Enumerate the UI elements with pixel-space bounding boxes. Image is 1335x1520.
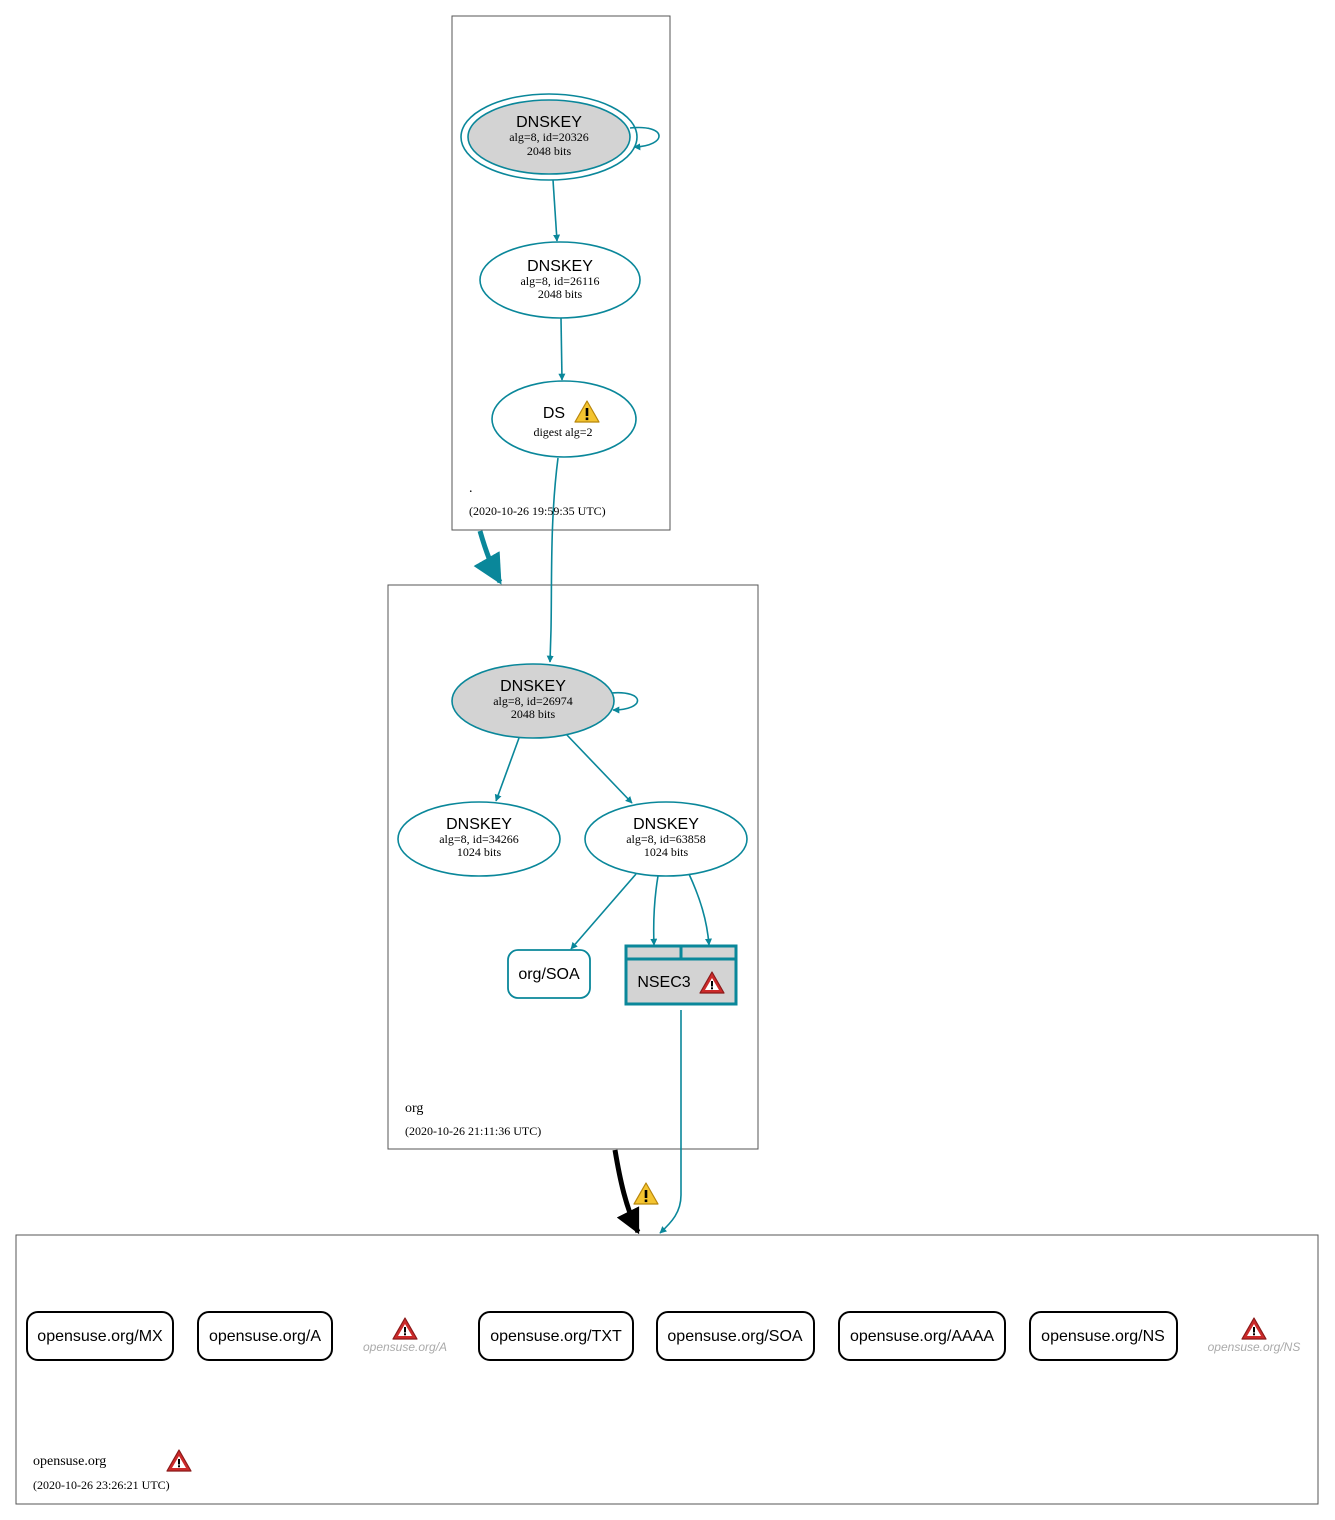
node-root-ds[interactable]: DS digest alg=2 bbox=[491, 380, 637, 458]
zone-root-timestamp: (2020-10-26 19:59:35 UTC) bbox=[469, 504, 606, 518]
node-root-zsk[interactable]: DNSKEY alg=8, id=26116 2048 bits bbox=[479, 241, 641, 319]
node-org-zsk1-bits: 1024 bits bbox=[457, 845, 502, 859]
edge-org-ksk-zsk1 bbox=[494, 737, 520, 802]
ghost-ns-error-icon bbox=[1241, 1317, 1267, 1340]
node-opensuse-soa[interactable]: opensuse.org/SOA bbox=[656, 1311, 815, 1361]
node-org-ksk-bits: 2048 bits bbox=[511, 707, 556, 721]
edge-nsec3-opensuse bbox=[659, 1010, 682, 1234]
node-root-ksk-detail: alg=8, id=20326 bbox=[509, 130, 589, 144]
node-opensuse-mx-label: opensuse.org/MX bbox=[37, 1328, 163, 1345]
edge-root-ksk-zsk bbox=[552, 179, 561, 242]
zone-box-root bbox=[451, 15, 671, 531]
node-org-zsk2[interactable]: DNSKEY alg=8, id=63858 1024 bits bbox=[584, 801, 748, 877]
node-org-soa[interactable]: org/SOA bbox=[507, 949, 591, 999]
node-root-ds-type: DS bbox=[543, 405, 565, 422]
node-org-zsk1-detail: alg=8, id=34266 bbox=[439, 832, 519, 846]
node-opensuse-ns-ghost[interactable]: opensuse.org/NS bbox=[1208, 1317, 1301, 1354]
node-root-zsk-detail: alg=8, id=26116 bbox=[520, 274, 599, 288]
node-org-zsk2-bits: 1024 bits bbox=[644, 845, 689, 859]
zone-org-timestamp: (2020-10-26 21:11:36 UTC) bbox=[405, 1124, 541, 1138]
node-opensuse-aaaa[interactable]: opensuse.org/AAAA bbox=[838, 1311, 1006, 1361]
node-opensuse-soa-label: opensuse.org/SOA bbox=[667, 1328, 803, 1345]
edge-zsk2-nsec3-b bbox=[688, 873, 712, 946]
node-org-nsec3[interactable]: NSEC3 bbox=[624, 944, 738, 1006]
node-root-ds-detail: digest alg=2 bbox=[533, 425, 592, 439]
zone-org-name: org bbox=[405, 1101, 423, 1116]
node-opensuse-ns-ghost-label: opensuse.org/NS bbox=[1208, 1340, 1301, 1354]
node-root-ksk[interactable]: DNSKEY alg=8, id=20326 2048 bits bbox=[460, 93, 638, 181]
node-org-ksk-type: DNSKEY bbox=[500, 678, 566, 695]
zone-box-opensuse bbox=[15, 1234, 1319, 1505]
edge-delegation-root-org bbox=[473, 530, 503, 585]
node-opensuse-ns[interactable]: opensuse.org/NS bbox=[1029, 1311, 1178, 1361]
node-opensuse-txt-label: opensuse.org/TXT bbox=[490, 1328, 622, 1345]
node-opensuse-aaaa-label: opensuse.org/AAAA bbox=[850, 1328, 994, 1345]
edge-root-ksk-self bbox=[629, 126, 660, 151]
node-opensuse-a-ghost-label: opensuse.org/A bbox=[363, 1340, 447, 1354]
node-root-zsk-bits: 2048 bits bbox=[538, 287, 583, 301]
ds-warning-icon bbox=[574, 400, 600, 423]
zone-opensuse-name: opensuse.org bbox=[33, 1454, 106, 1469]
node-org-zsk1-type: DNSKEY bbox=[446, 816, 512, 833]
node-opensuse-ns-label: opensuse.org/NS bbox=[1041, 1328, 1165, 1345]
node-root-zsk-type: DNSKEY bbox=[527, 258, 593, 275]
node-org-zsk2-detail: alg=8, id=63858 bbox=[626, 832, 706, 846]
edge-ds-org-ksk bbox=[546, 457, 559, 663]
node-org-soa-label: org/SOA bbox=[518, 966, 580, 983]
node-opensuse-mx[interactable]: opensuse.org/MX bbox=[26, 1311, 174, 1361]
edge-zsk2-soa bbox=[570, 873, 637, 950]
node-opensuse-a[interactable]: opensuse.org/A bbox=[197, 1311, 333, 1361]
ghost-a-error-icon bbox=[392, 1317, 418, 1340]
node-opensuse-a-label: opensuse.org/A bbox=[209, 1328, 321, 1345]
edge-org-ksk-zsk2 bbox=[565, 733, 633, 804]
edge-root-zsk-ds bbox=[558, 317, 566, 381]
edge-delegation-org-opensuse bbox=[612, 1149, 641, 1235]
node-org-zsk2-type: DNSKEY bbox=[633, 816, 699, 833]
node-org-zsk1[interactable]: DNSKEY alg=8, id=34266 1024 bits bbox=[397, 801, 561, 877]
node-org-ksk[interactable]: DNSKEY alg=8, id=26974 2048 bits bbox=[451, 663, 615, 739]
node-opensuse-a-ghost[interactable]: opensuse.org/A bbox=[363, 1317, 447, 1354]
node-org-nsec3-label: NSEC3 bbox=[637, 974, 690, 991]
edge-zsk2-nsec3-a bbox=[650, 875, 659, 946]
zone-root-name: . bbox=[469, 481, 473, 496]
delegation-warning-icon bbox=[633, 1182, 659, 1205]
node-opensuse-txt[interactable]: opensuse.org/TXT bbox=[478, 1311, 634, 1361]
zone-box-org bbox=[387, 584, 759, 1150]
zone-opensuse-error-icon bbox=[166, 1449, 192, 1472]
node-root-ksk-bits: 2048 bits bbox=[527, 144, 572, 158]
zone-opensuse-timestamp: (2020-10-26 23:26:21 UTC) bbox=[33, 1478, 170, 1492]
node-org-ksk-detail: alg=8, id=26974 bbox=[493, 694, 573, 708]
node-root-ksk-type: DNSKEY bbox=[516, 114, 582, 131]
edge-org-ksk-self bbox=[610, 691, 639, 714]
